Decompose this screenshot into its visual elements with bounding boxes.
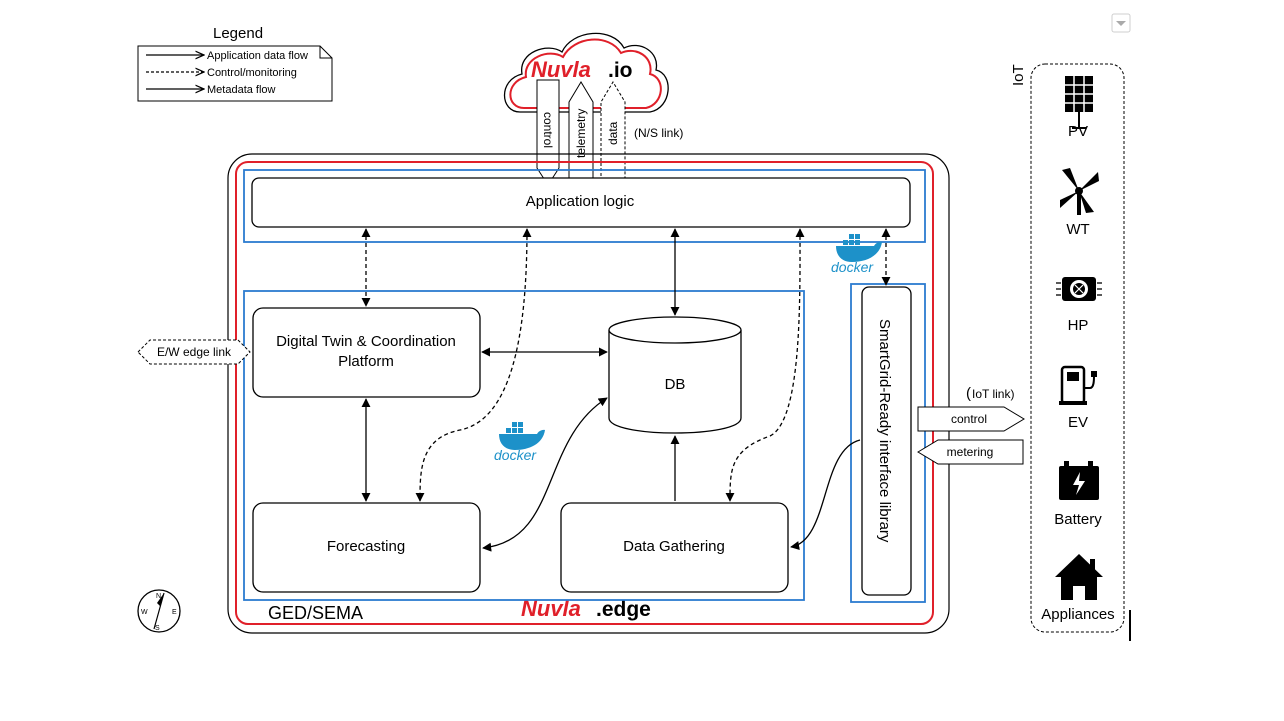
legend-item: Control/monitoring [207,67,297,79]
legend-item: Metadata flow [207,84,276,96]
db-label: DB [665,376,686,393]
ev-charger-icon [1059,365,1097,405]
legend: Legend Application data flow Control/mon… [137,25,333,102]
appliances-label: Appliances [1041,606,1114,623]
wind-turbine-icon [1060,168,1099,215]
iot-panel-title: IoT [1010,64,1027,86]
ns-link-label: (N/S link) [634,126,683,140]
iot-panel [1030,63,1125,633]
ns-arrows: control telemetry data (N/S link) [536,79,683,187]
docker-logo: docker [831,234,882,275]
legend-item: Application data flow [207,50,308,62]
nuvla-io-logo-suffix: .io [608,59,633,82]
house-icon [1055,554,1103,600]
battery-label: Battery [1054,511,1102,528]
iot-control-label: control [951,412,987,426]
ns-arrow-data: data [606,121,620,145]
hp-label: HP [1068,317,1089,334]
heat-pump-icon [1056,277,1102,301]
ged-sema-label: GED/SEMA [268,603,363,623]
svg-text:W: W [141,609,148,616]
battery-icon [1059,461,1099,500]
forecasting-block [252,502,481,593]
iot-link-paren: ( [966,385,971,402]
forecasting-label: Forecasting [327,538,405,555]
ns-arrow-telemetry: telemetry [574,109,588,158]
docker-label: docker [831,259,874,275]
compass-icon[interactable]: N E S W [137,589,181,633]
wt-label: WT [1066,221,1089,238]
ew-edge-link: E/W edge link [137,339,251,365]
smartgrid-block [861,286,912,596]
docker-logo: docker [494,422,545,463]
nuvla-edge-boundary [235,161,934,625]
nuvla-io-logo: Nuvla [531,57,591,82]
ged-sema-container [227,153,950,634]
nuvla-edge-logo-suffix: .edge [596,598,651,621]
smartgrid-label: SmartGrid-Ready interface library [876,319,893,543]
app-logic-label: Application logic [526,193,635,210]
ns-arrow-control: control [541,112,555,148]
ev-label: EV [1068,414,1088,431]
digital-twin-label: Platform [338,353,394,370]
svg-text:E: E [172,609,177,616]
collapse-toggle[interactable] [1111,13,1131,33]
pv-label: PV [1068,123,1088,140]
svg-text:N: N [156,593,161,600]
ew-edge-link-label: E/W edge link [157,345,232,359]
flow-arrows [361,228,891,552]
iot-link-label: IoT link) [972,387,1014,401]
db-cylinder: DB [608,316,742,434]
svg-text:S: S [155,625,160,632]
pv-icon [1065,76,1093,129]
digital-twin-label: Digital Twin & Coordination [276,333,456,350]
docker-label: docker [494,447,537,463]
data-gathering-label: Data Gathering [623,538,725,555]
legend-title: Legend [213,25,263,42]
iot-link: ( IoT link) control metering [917,385,1025,465]
app-logic-container [243,169,926,243]
iot-metering-label: metering [947,445,994,459]
app-logic-block [251,177,911,228]
